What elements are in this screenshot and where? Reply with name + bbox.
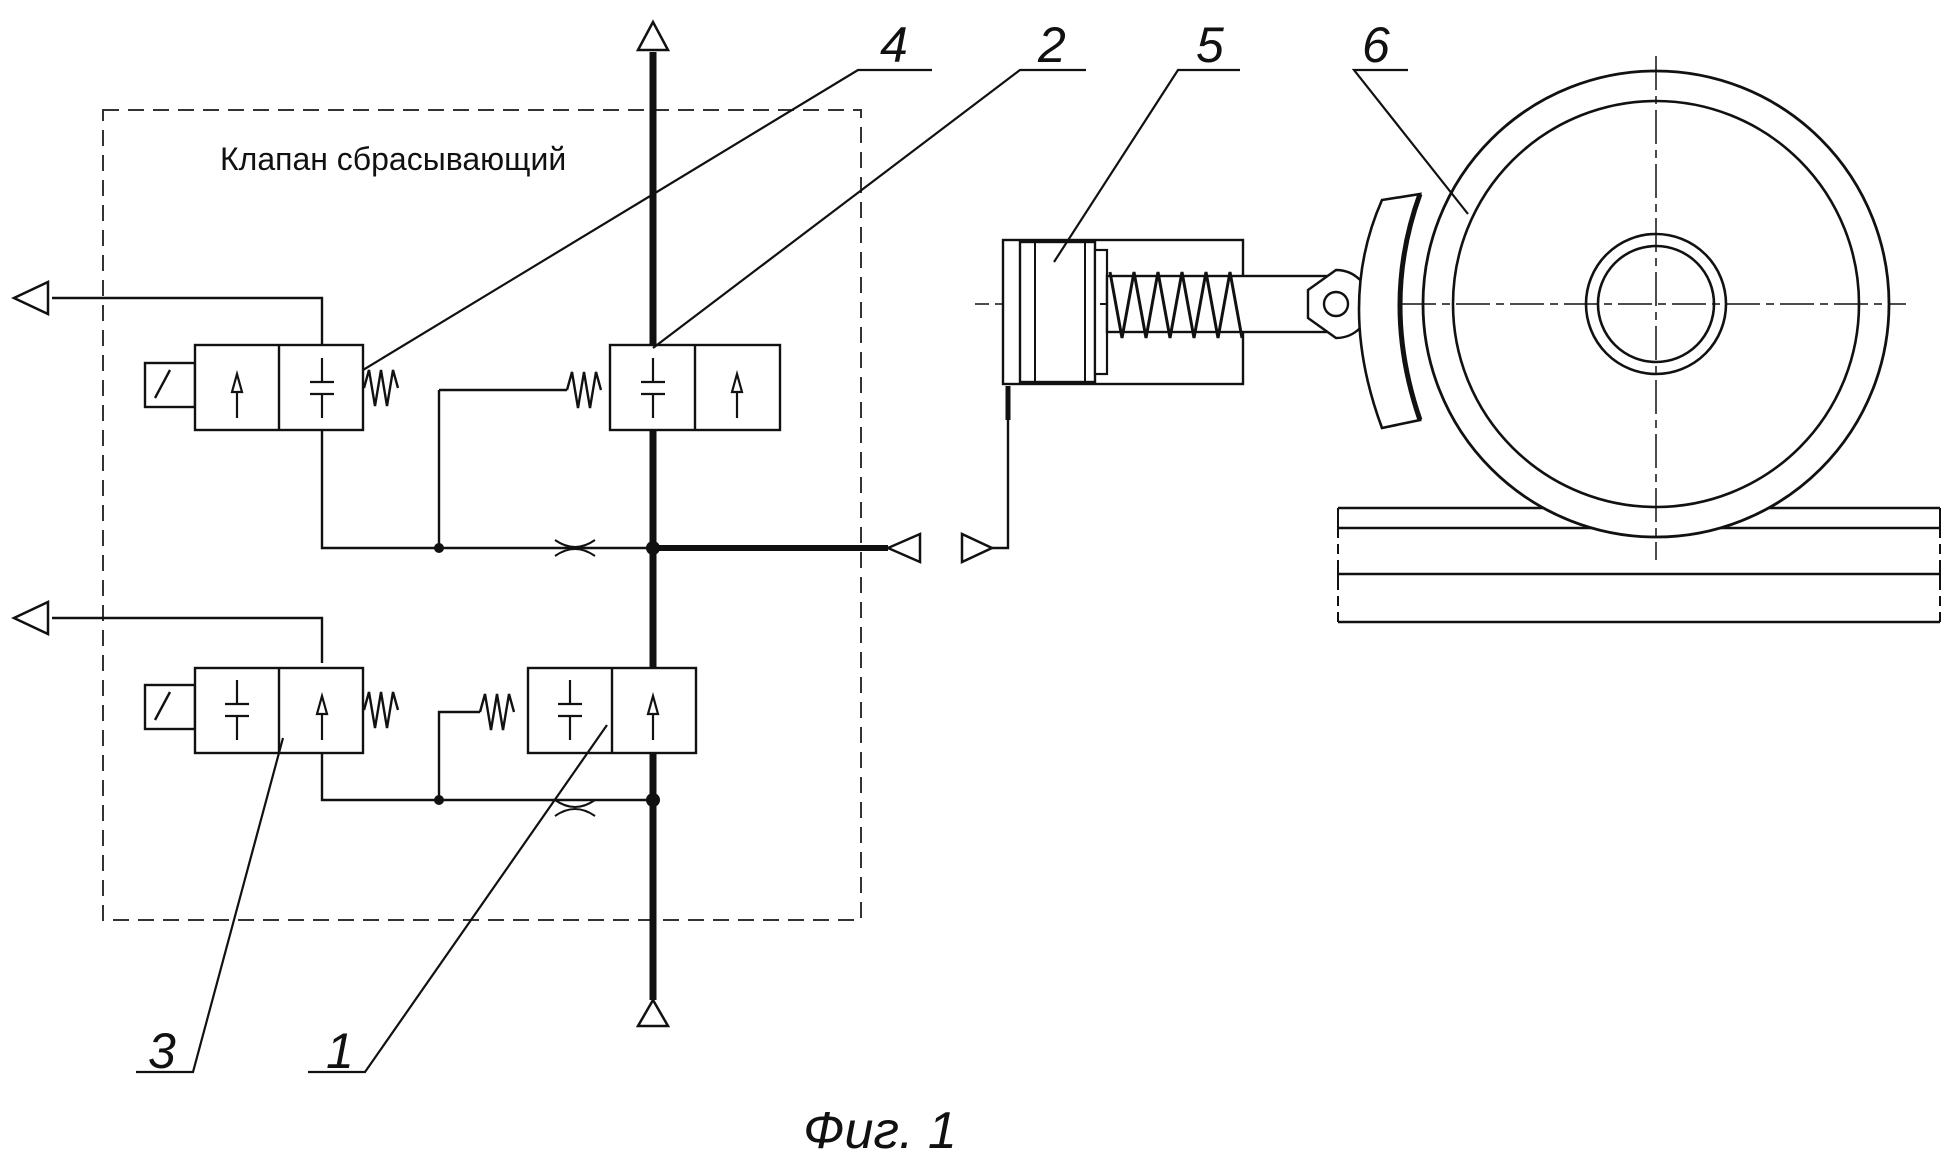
pilot-valve-1 [480,668,696,753]
brake-shoe [1359,194,1420,428]
brake-cylinder-connection [888,386,1008,562]
wheel-6 [1402,56,1906,560]
callout-4: 4 [880,17,908,73]
callout-2: 2 [1037,17,1066,73]
callout-5: 5 [1196,17,1224,73]
solenoid-valve-4 [145,345,398,430]
valve-title: Клапан сбрасывающий [220,141,566,177]
valve-housing-border [103,110,861,920]
callout-leaders [136,70,1468,1072]
pilot-valve-2 [567,345,780,430]
main-trunk-line [638,22,888,1026]
callout-3: 3 [148,1023,176,1079]
exhaust-port-lower [14,602,48,634]
figure-caption: Фиг. 1 [803,1102,957,1160]
exhaust-port-upper [14,282,48,314]
throttle-lower [555,800,595,816]
callout-1: 1 [326,1023,354,1079]
brake-cylinder-5 [975,240,1327,384]
solenoid-valve-3 [145,668,398,753]
callout-6: 6 [1362,17,1390,73]
